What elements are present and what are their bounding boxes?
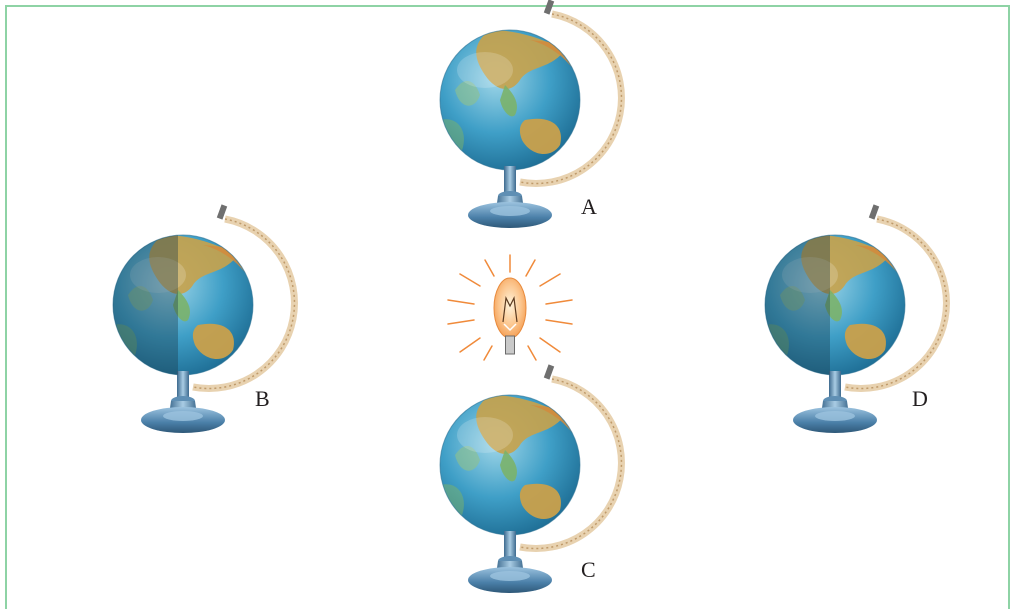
globe-icon <box>113 204 294 433</box>
label-d: D <box>912 386 928 411</box>
label-a: A <box>581 194 597 219</box>
globe-icon <box>765 204 946 433</box>
label-c: C <box>581 557 596 582</box>
label-b: B <box>255 386 270 411</box>
light-bulb-icon <box>447 254 573 361</box>
